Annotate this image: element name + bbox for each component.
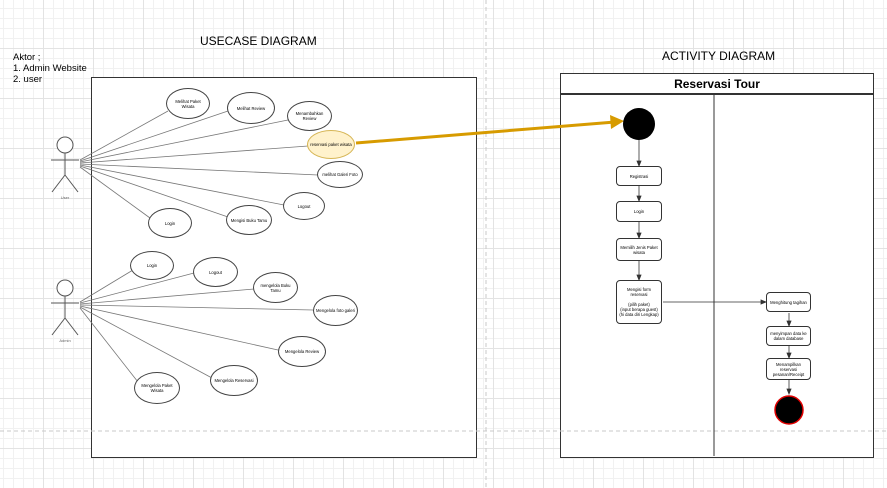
activity-diagram-heading: ACTIVITY DIAGRAM [662,49,776,63]
initial-node [623,108,655,140]
usecase-menambahkan-review[interactable]: Menambahkan Review [287,101,332,131]
usecase-user-login[interactable]: Login [148,208,192,238]
usecase-mengelola-paket-wisata[interactable]: Mengelola Paket Wisata [134,372,180,404]
swimlane-title: Reservasi Tour [561,74,873,94]
activity-menghitung-tagihan[interactable]: Menghitung tagihan [766,292,811,312]
activity-menyimpan-data[interactable]: menyimpan data ke dalam database [766,326,811,346]
user-actor-label: User [60,195,70,200]
usecase-mengelola-review[interactable]: Mengelola Review [278,336,326,367]
activity-registrasi[interactable]: Registrasi [616,166,662,186]
usecase-melihat-review[interactable]: Melihat Review [227,92,275,124]
actors-note-item: 1. Admin Website [13,63,87,74]
usecase-mengelola-buku-tamu[interactable]: mengelola Buku Tamu [253,272,298,303]
activity-memilih-paket[interactable]: Memilih Jenis Paket wisata [616,238,662,261]
activity-menampilkan-receipt[interactable]: Menampilkan reservasi pesanan/Receipt [766,358,811,380]
final-node [774,395,804,425]
usecase-mengisi-buku-tamu[interactable]: Mengisi Buku Tamu [226,205,272,235]
activity-mengisi-form[interactable]: Mengisi form reservasi (pilih paket) (in… [616,280,662,324]
actors-note[interactable]: Aktor ; 1. Admin Website 2. user [13,52,87,85]
usecase-melihat-paket-wisata[interactable]: Melihat Paket Wisata [166,88,210,119]
usecase-mengelola-reservasi[interactable]: Mengelola Reservasi [210,365,258,396]
usecase-admin-logout[interactable]: Logout [193,257,238,287]
actors-note-title: Aktor ; [13,52,41,63]
swimlane-divider [561,94,873,95]
usecase-user-logout[interactable]: Logout [283,192,325,220]
user-actor-figure [51,136,79,193]
usecase-admin-login[interactable]: Login [130,251,174,280]
usecase-mengelola-foto-galeri[interactable]: Mengelola foto galeri [313,295,358,326]
usecase-reservasi-paket-wisata[interactable]: reservasi paket wisata [307,130,355,159]
admin-actor-figure [51,279,79,336]
activity-swimlane-frame[interactable]: Reservasi Tour [560,73,874,458]
usecase-diagram-heading: USECASE DIAGRAM [200,34,317,48]
usecase-melihat-galeri-foto[interactable]: melihat Galeri Foto [317,161,363,188]
actors-note-item: 2. user [13,74,43,85]
admin-actor-label: Admin [59,338,71,343]
activity-login[interactable]: Login [616,201,662,222]
